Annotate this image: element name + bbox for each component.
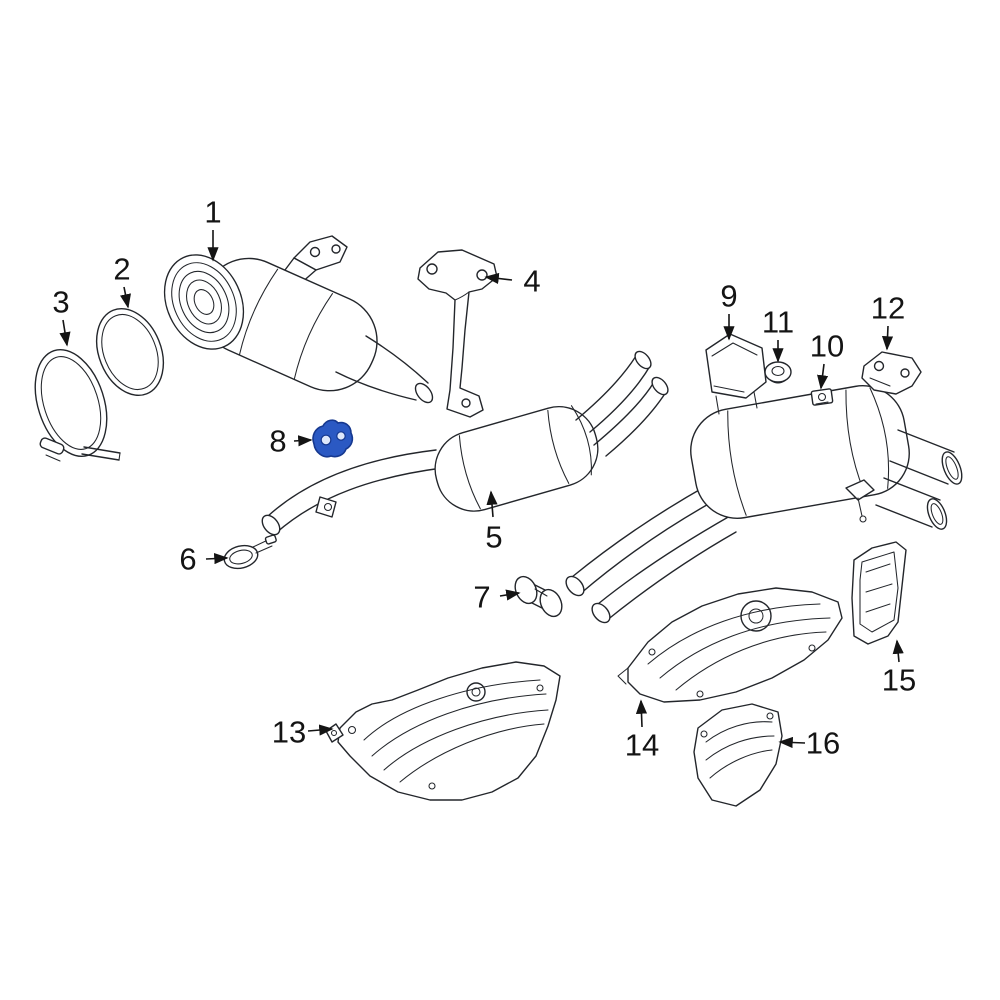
callout-arrow-7: [499, 589, 521, 601]
callout-number-11[interactable]: 11: [762, 305, 794, 340]
part-10-retainer-clip[interactable]: [810, 388, 834, 406]
callout-arrow-14: [635, 699, 648, 728]
callout-arrow-12: [881, 325, 894, 351]
part-15-side-heat-shield[interactable]: [851, 541, 907, 645]
callout-number-7[interactable]: 7: [473, 580, 490, 615]
part-8-rubber-hanger[interactable]: [312, 419, 354, 458]
part-7-clamp-sleeve[interactable]: [511, 573, 566, 620]
callout-arrow-2: [119, 286, 131, 309]
callout-number-12[interactable]: 12: [871, 291, 905, 326]
callout-number-16[interactable]: 16: [806, 726, 840, 761]
part-11-rubber-grommet[interactable]: [764, 361, 792, 384]
callout-number-9[interactable]: 9: [720, 279, 737, 314]
callout-number-14[interactable]: 14: [625, 728, 659, 763]
callout-arrow-10: [817, 363, 829, 390]
part-14-center-heat-shield[interactable]: [617, 587, 843, 703]
part-1-catalytic-converter[interactable]: [150, 235, 436, 406]
callout-number-6[interactable]: 6: [179, 542, 196, 577]
callout-number-3[interactable]: 3: [52, 285, 69, 320]
callout-arrow-13: [307, 724, 334, 736]
callout-arrow-6: [205, 553, 229, 565]
callout-arrow-5: [486, 490, 498, 518]
callout-number-4[interactable]: 4: [523, 264, 540, 299]
callout-number-13[interactable]: 13: [272, 715, 306, 750]
part-3-v-band-clamp[interactable]: [23, 340, 121, 465]
callout-arrow-4: [484, 272, 513, 285]
part-5-front-muffler[interactable]: [259, 348, 671, 537]
callout-number-5[interactable]: 5: [485, 520, 502, 555]
part-2-exhaust-gasket[interactable]: [84, 299, 175, 406]
hanger-body[interactable]: [312, 419, 354, 458]
callout-number-8[interactable]: 8: [269, 424, 286, 459]
part-13-front-heat-shield[interactable]: [325, 661, 561, 801]
part-6-pipe-clamp[interactable]: [222, 534, 277, 572]
part-16-rear-heat-shield[interactable]: [693, 703, 783, 807]
part-4-mount-bracket[interactable]: [417, 249, 498, 418]
callout-arrow-3: [59, 319, 71, 347]
part-12-rear-bracket[interactable]: [861, 351, 922, 395]
callout-number-2[interactable]: 2: [113, 252, 130, 287]
callout-arrow-15: [892, 639, 904, 663]
callout-arrow-8: [293, 435, 313, 447]
callout-number-15[interactable]: 15: [882, 663, 916, 698]
callout-arrow-16: [778, 736, 806, 749]
callout-number-1[interactable]: 1: [204, 195, 221, 230]
part-9-rear-muffler[interactable]: [563, 333, 966, 626]
callout-number-10[interactable]: 10: [810, 329, 844, 364]
